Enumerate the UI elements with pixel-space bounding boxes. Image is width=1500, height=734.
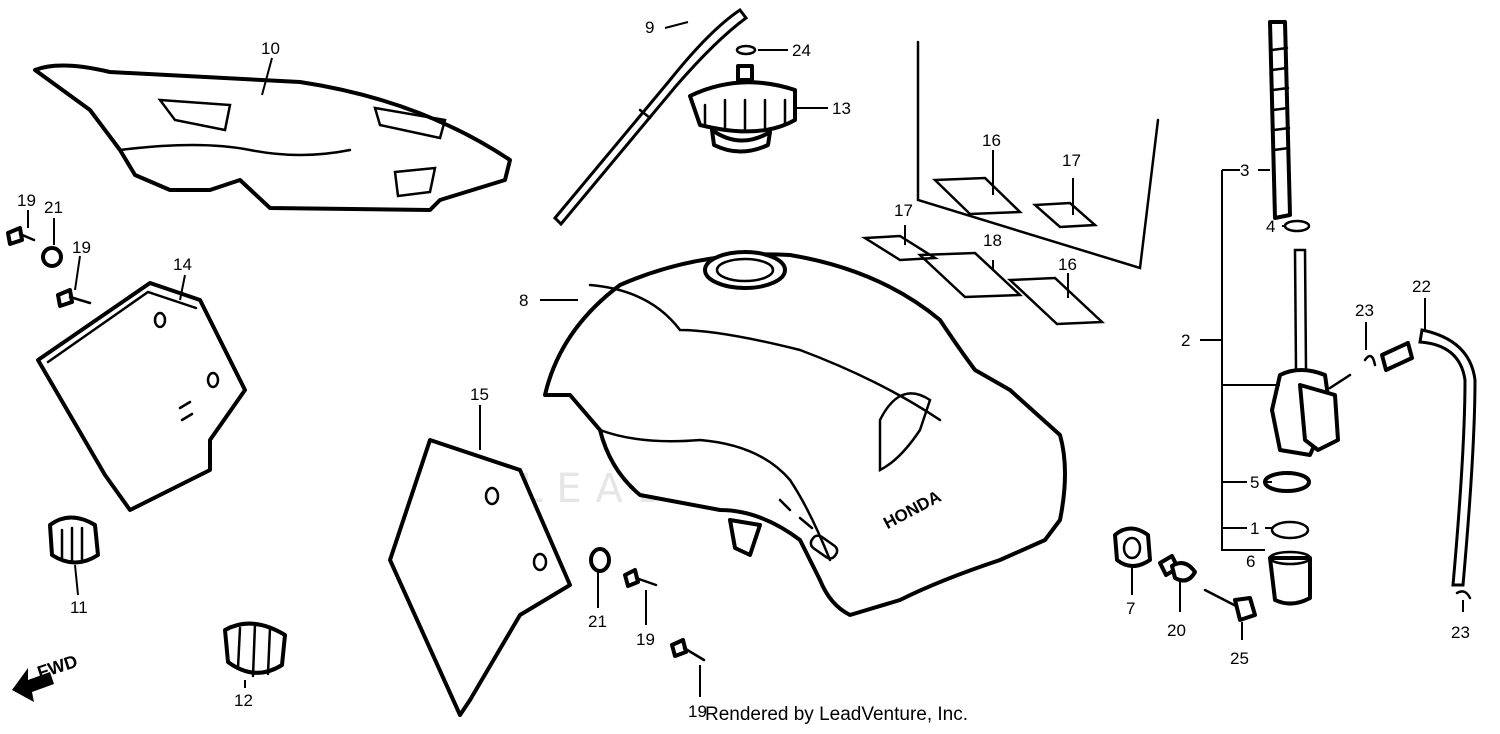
fwd-label: FWD <box>35 651 80 683</box>
callout-23-upper: 23 <box>1355 301 1374 320</box>
decal-part-16-upper[interactable] <box>932 176 1023 216</box>
bolt-part-25[interactable] <box>1203 588 1257 622</box>
grommet-part-11[interactable] <box>48 515 100 565</box>
callout-16-upper: 16 <box>982 131 1001 150</box>
bolt-part-19-d[interactable] <box>670 638 706 662</box>
decal-part-17-upper[interactable] <box>1031 201 1099 229</box>
callout-25: 25 <box>1230 649 1249 668</box>
callout-12: 12 <box>234 691 253 710</box>
callout-labels: 10 9 24 13 8 14 15 16 17 17 18 16 3 4 2 … <box>17 18 1470 721</box>
fuel-valve-part[interactable] <box>1270 248 1352 457</box>
decal-set-frame <box>916 40 1160 270</box>
filter-part-5[interactable] <box>1263 471 1311 493</box>
side-cover-left-part[interactable] <box>36 281 247 512</box>
callout-18: 18 <box>983 231 1002 250</box>
callout-21-a: 21 <box>44 198 63 217</box>
collar-part-21-b[interactable] <box>589 547 611 573</box>
bolt-part-19-a[interactable] <box>6 226 36 246</box>
clip-part-23-lower[interactable] <box>1455 590 1472 600</box>
fuel-hose-part[interactable] <box>1380 328 1477 587</box>
seat-part[interactable] <box>33 63 512 212</box>
fuel-tank-part[interactable]: HONDA <box>543 250 1067 617</box>
callout-9: 9 <box>645 18 654 37</box>
callout-19-c: 19 <box>636 630 655 649</box>
footer-credit: Rendered by LeadVenture, Inc. <box>705 704 969 725</box>
callout-19-a: 19 <box>17 191 36 210</box>
callout-20: 20 <box>1167 621 1186 640</box>
fuel-cap-part[interactable] <box>688 64 797 154</box>
callout-23-lower: 23 <box>1451 623 1470 642</box>
callout-24: 24 <box>792 41 811 60</box>
callout-11: 11 <box>70 598 88 617</box>
callout-13: 13 <box>832 99 851 118</box>
callout-17-lower: 17 <box>894 201 913 220</box>
fwd-arrow-icon: FWD <box>12 651 80 702</box>
callout-7: 7 <box>1126 599 1135 618</box>
callout-4: 4 <box>1266 217 1275 236</box>
clip-part-23-upper[interactable] <box>1363 354 1377 367</box>
callout-22: 22 <box>1412 277 1431 296</box>
leader-lines <box>27 21 1464 697</box>
decal-part-17-lower[interactable] <box>861 234 939 262</box>
breather-tube-part[interactable] <box>552 7 749 227</box>
side-cover-right-part[interactable] <box>388 438 572 717</box>
callout-21-b: 21 <box>588 612 607 631</box>
o-ring-part-1[interactable] <box>1270 520 1310 540</box>
callout-10: 10 <box>261 39 280 58</box>
collar-part-21-a[interactable] <box>41 246 63 268</box>
bolt-part-19-b[interactable] <box>56 288 92 308</box>
clip-part-24[interactable] <box>735 44 757 56</box>
callout-6: 6 <box>1246 552 1255 571</box>
callout-14: 14 <box>173 255 192 274</box>
decal-part-18[interactable] <box>916 251 1024 299</box>
callout-15: 15 <box>470 385 489 404</box>
callout-19-b: 19 <box>72 238 91 257</box>
collar-part-20[interactable] <box>1158 554 1197 583</box>
sediment-cup-part-6[interactable] <box>1268 550 1312 606</box>
callout-3: 3 <box>1240 161 1249 180</box>
callout-19-d: 19 <box>688 702 707 721</box>
callout-17-upper: 17 <box>1062 151 1081 170</box>
rubber-part-7[interactable] <box>1113 526 1152 568</box>
callout-16-lower: 16 <box>1058 255 1077 274</box>
callout-5: 5 <box>1250 473 1259 492</box>
o-ring-part-4[interactable] <box>1283 219 1311 233</box>
callout-2: 2 <box>1181 331 1190 350</box>
decal-part-16-lower[interactable] <box>1006 276 1106 326</box>
fuel-strainer-pipe-part[interactable] <box>1268 20 1292 220</box>
callout-1: 1 <box>1250 519 1259 538</box>
grommet-part-12[interactable] <box>223 621 287 678</box>
bolt-part-19-c[interactable] <box>623 568 658 588</box>
callout-8: 8 <box>519 291 528 310</box>
